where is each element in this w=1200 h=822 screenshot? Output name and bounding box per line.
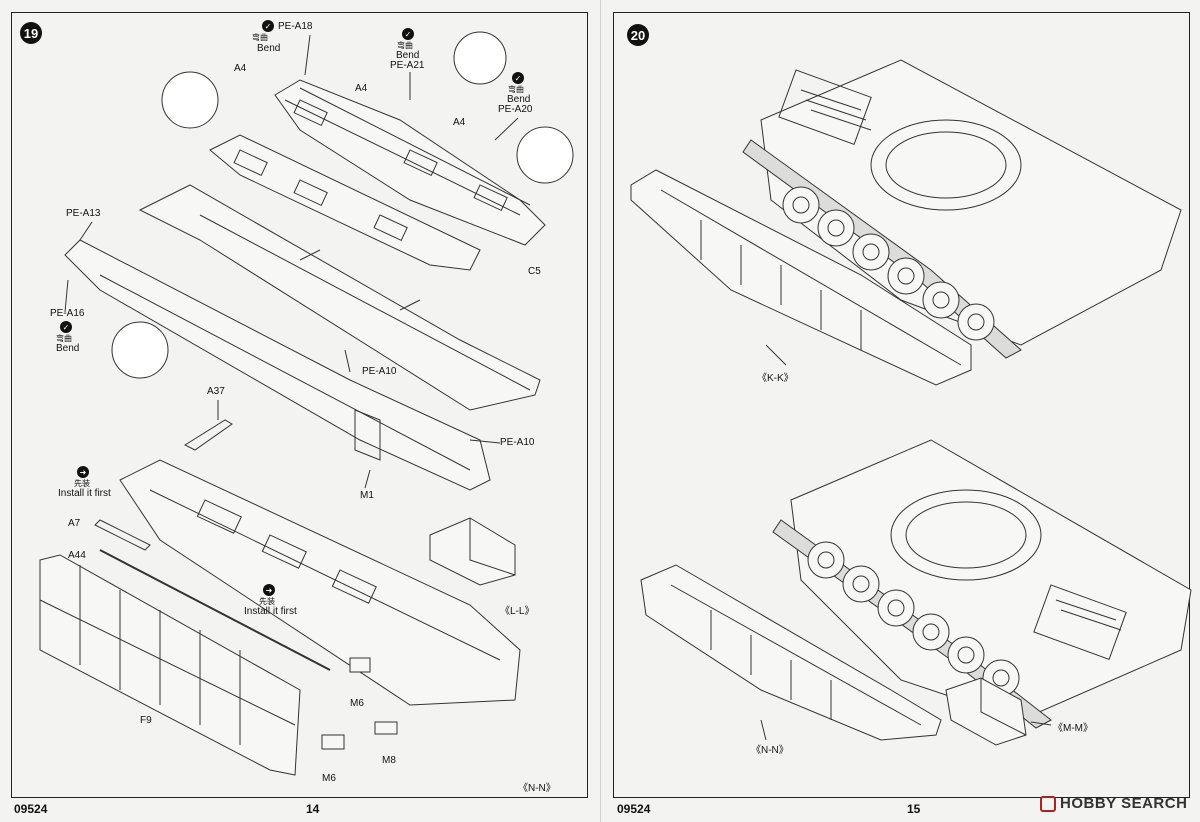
- instruction-install-cn: 先装: [74, 479, 90, 488]
- section-label: 《N-N》: [518, 783, 556, 794]
- part-label: PE-A21: [390, 60, 425, 71]
- instruction-bend-cn: 弯曲: [252, 33, 268, 42]
- instruction-install-en: Install it first: [58, 488, 111, 499]
- part-label: A44: [68, 550, 86, 561]
- page-frame: [11, 12, 588, 798]
- instruction-bend-cn: 弯曲: [56, 334, 72, 343]
- page-frame: [613, 12, 1190, 798]
- instruction-page-left: 19: [11, 12, 588, 816]
- part-label: A37: [207, 386, 225, 397]
- kit-code: 09524: [14, 802, 48, 816]
- section-label: 《M-M》: [1053, 723, 1093, 734]
- part-label: PE-A10: [500, 437, 535, 448]
- install-first-icon: ➜: [77, 466, 89, 478]
- part-label: M6: [350, 698, 364, 709]
- instruction-install-en: Install it first: [244, 606, 297, 617]
- bend-icon: ✓: [60, 321, 72, 333]
- bend-icon: ✓: [402, 28, 414, 40]
- install-first-icon: ➜: [263, 584, 275, 596]
- part-label: C5: [528, 266, 541, 277]
- part-label: M6: [322, 773, 336, 784]
- section-label: 《K-K》: [757, 373, 794, 384]
- bend-icon: ✓: [512, 72, 524, 84]
- part-label: F9: [140, 715, 152, 726]
- section-label: 《L-L》: [500, 606, 535, 617]
- page-number: 15: [907, 802, 921, 816]
- part-label: PE-A16: [50, 308, 85, 319]
- part-label: A7: [68, 518, 81, 529]
- instruction-bend-en: Bend: [257, 43, 281, 54]
- watermark: HOBBY SEARCH: [1040, 795, 1187, 813]
- step-number-badge: 20: [627, 24, 649, 46]
- instruction-bend-cn: 弯曲: [397, 41, 413, 50]
- section-label: 《N-N》: [751, 745, 789, 756]
- instruction-page-right: 20: [600, 0, 1200, 822]
- part-label: A4: [234, 63, 247, 74]
- assembly-drawing-step19: [39, 31, 574, 776]
- part-label: A4: [453, 117, 466, 128]
- part-label: PE-A13: [66, 208, 101, 219]
- page-number: 14: [306, 802, 320, 816]
- instruction-bend-en: Bend: [507, 94, 531, 105]
- assembly-drawing-step20: [630, 59, 1192, 746]
- part-label: M8: [382, 755, 396, 766]
- instruction-bend-en: Bend: [396, 50, 420, 61]
- part-label: A4: [355, 83, 368, 94]
- kit-code: 09524: [617, 802, 651, 816]
- part-label: PE-A10: [362, 366, 397, 377]
- watermark-logo-icon: [1040, 796, 1056, 813]
- instruction-bend-cn: 弯曲: [508, 85, 524, 94]
- instruction-bend-en: Bend: [56, 343, 80, 354]
- bend-icon: ✓: [262, 20, 274, 32]
- instruction-install-cn: 先装: [259, 597, 275, 606]
- part-label: PE-A20: [498, 104, 533, 115]
- step-number-badge: 19: [20, 22, 42, 44]
- part-label: PE-A18: [278, 21, 313, 32]
- part-label: M1: [360, 490, 374, 501]
